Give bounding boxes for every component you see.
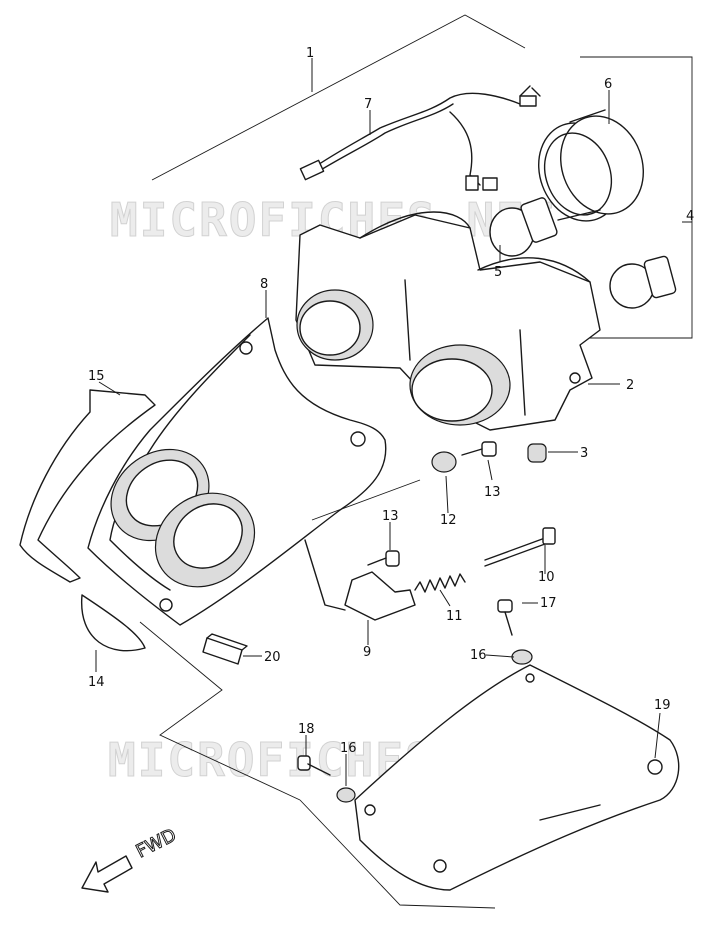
label-17: 17 bbox=[540, 596, 557, 611]
label-19: 19 bbox=[654, 698, 671, 713]
label-12: 12 bbox=[440, 513, 457, 528]
headlight-housing bbox=[295, 211, 601, 431]
leader-lines bbox=[95, 58, 692, 786]
fwd-label: FWD bbox=[133, 825, 180, 863]
label-8: 8 bbox=[260, 277, 268, 292]
spring-11 bbox=[414, 573, 466, 593]
label-3: 3 bbox=[580, 446, 588, 461]
fwd-arrow-icon bbox=[81, 855, 133, 893]
label-10: 10 bbox=[538, 570, 555, 585]
label-6: 6 bbox=[604, 77, 612, 92]
bulb-right bbox=[609, 255, 677, 309]
screw-17 bbox=[497, 599, 513, 636]
lens-cap bbox=[81, 594, 146, 652]
label-11: 11 bbox=[446, 609, 463, 624]
label-13-upper: 13 bbox=[484, 485, 501, 500]
adjuster-bracket bbox=[304, 539, 416, 621]
label-15: 15 bbox=[88, 369, 105, 384]
nut-3 bbox=[527, 443, 547, 463]
forward-direction-indicator: FWD bbox=[81, 824, 180, 893]
screw-10 bbox=[484, 527, 556, 567]
screw-13-upper bbox=[461, 441, 497, 457]
screw-13-lower bbox=[367, 550, 400, 567]
section-boundary bbox=[139, 479, 496, 909]
label-1: 1 bbox=[306, 46, 314, 61]
cushion bbox=[202, 633, 248, 665]
label-13-lower: 13 bbox=[382, 509, 399, 524]
label-5: 5 bbox=[494, 265, 502, 280]
part-number-labels: 1 7 6 4 5 2 8 15 3 13 12 13 10 11 17 9 1… bbox=[88, 46, 694, 756]
grommet-16-lower bbox=[336, 787, 356, 803]
label-16-lower: 16 bbox=[340, 741, 357, 756]
screw-18 bbox=[297, 755, 331, 776]
side-panel bbox=[354, 664, 680, 891]
rubber-cover bbox=[538, 109, 644, 222]
trim-strip bbox=[19, 389, 156, 583]
grommet-12 bbox=[431, 451, 457, 473]
grommet-16-upper bbox=[511, 649, 533, 665]
assembly-boundary bbox=[151, 14, 693, 339]
front-cowling bbox=[87, 317, 387, 626]
wiring-harness bbox=[299, 85, 541, 191]
label-16-upper: 16 bbox=[470, 648, 487, 663]
label-18: 18 bbox=[298, 722, 315, 737]
label-14: 14 bbox=[88, 675, 105, 690]
label-20: 20 bbox=[264, 650, 281, 665]
label-9: 9 bbox=[363, 645, 371, 660]
bulb-left bbox=[489, 197, 558, 257]
label-4: 4 bbox=[686, 209, 694, 224]
label-7: 7 bbox=[364, 97, 372, 112]
label-2: 2 bbox=[626, 378, 634, 393]
watermark-top: MICROFICHES.NET bbox=[110, 193, 555, 247]
